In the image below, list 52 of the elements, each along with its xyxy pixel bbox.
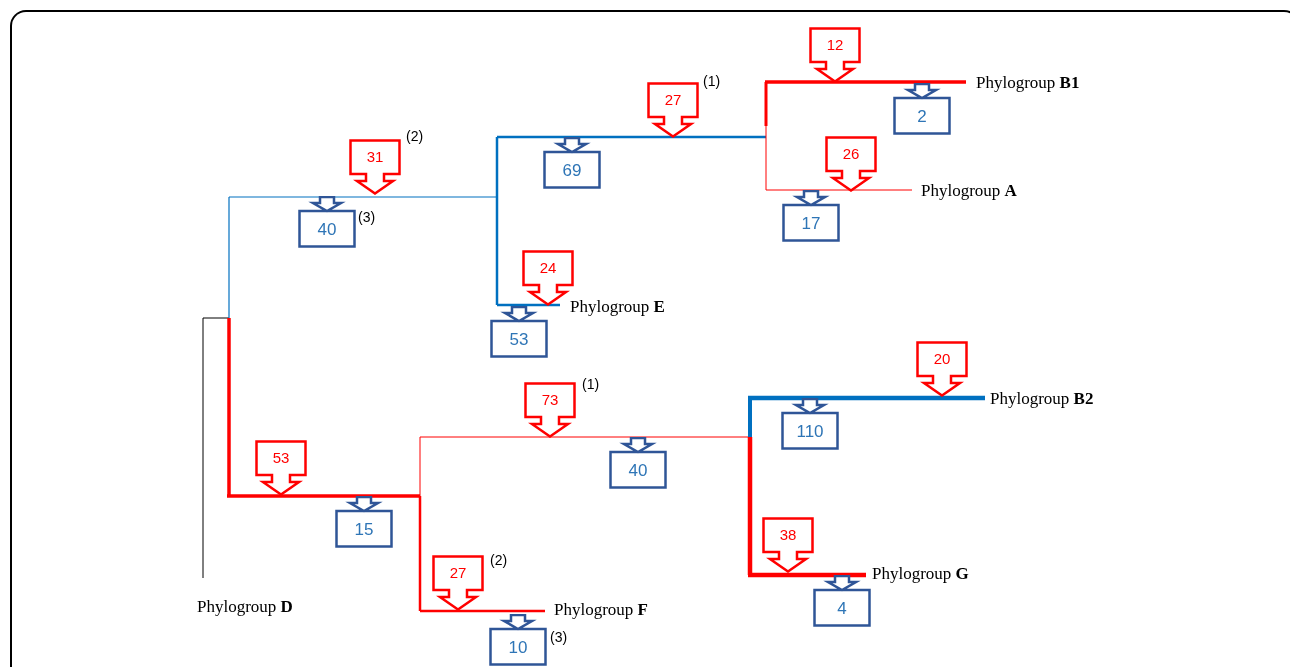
clade-label: Phylogroup E bbox=[570, 296, 665, 318]
count-number: 2 bbox=[917, 108, 927, 125]
count-number: 40 bbox=[628, 462, 648, 479]
callout-arrow-box bbox=[432, 555, 484, 611]
arrow-box bbox=[782, 190, 840, 242]
count-number: 24 bbox=[539, 260, 557, 275]
footnote-marker: (2) bbox=[406, 127, 424, 145]
count-number: 38 bbox=[779, 527, 797, 542]
count-number: 40 bbox=[317, 221, 337, 238]
footnote-marker: (1) bbox=[703, 72, 721, 90]
arrow-box bbox=[298, 196, 356, 248]
arrow-box bbox=[543, 137, 601, 189]
clade-label: Phylogroup A bbox=[921, 180, 1017, 202]
count-number: 73 bbox=[541, 392, 559, 407]
count-number: 53 bbox=[272, 450, 290, 465]
arrow-box bbox=[609, 437, 667, 489]
footnote-marker: (1) bbox=[582, 375, 600, 393]
count-number: 27 bbox=[664, 92, 682, 107]
callout-arrow-box bbox=[916, 341, 968, 397]
callout-arrow-box bbox=[349, 139, 401, 195]
clade-label: Phylogroup B1 bbox=[976, 72, 1080, 94]
count-number: 4 bbox=[837, 600, 847, 617]
callout-arrow-box bbox=[524, 382, 576, 438]
callout-arrow-box bbox=[762, 517, 814, 573]
count-number: 26 bbox=[842, 146, 860, 161]
count-number: 69 bbox=[562, 162, 582, 179]
clade-label: Phylogroup D bbox=[197, 596, 293, 618]
count-number: 27 bbox=[449, 565, 467, 580]
clade-label: Phylogroup G bbox=[872, 563, 969, 585]
arrow-box bbox=[781, 398, 839, 450]
arrow-box bbox=[335, 496, 393, 548]
count-number: 17 bbox=[801, 215, 821, 232]
callout-arrow-box bbox=[647, 82, 699, 138]
arrow-box bbox=[813, 575, 871, 627]
clade-label: Phylogroup B2 bbox=[990, 388, 1094, 410]
footnote-marker: (2) bbox=[490, 551, 508, 569]
callout-arrow-box bbox=[255, 440, 307, 496]
clade-label: Phylogroup F bbox=[554, 599, 648, 621]
count-number: 110 bbox=[796, 423, 824, 440]
count-number: 10 bbox=[508, 639, 528, 656]
arrow-box bbox=[489, 614, 547, 666]
callout-arrow-box bbox=[809, 27, 861, 83]
count-number: 20 bbox=[933, 351, 951, 366]
count-number: 15 bbox=[354, 521, 374, 538]
arrow-box bbox=[893, 83, 951, 135]
footnote-marker: (3) bbox=[358, 208, 376, 226]
callout-arrow-box bbox=[825, 136, 877, 192]
arrow-box bbox=[490, 306, 548, 358]
footnote-marker: (3) bbox=[550, 628, 568, 646]
count-number: 12 bbox=[826, 37, 844, 52]
count-number: 31 bbox=[366, 149, 384, 164]
count-number: 53 bbox=[509, 331, 529, 348]
